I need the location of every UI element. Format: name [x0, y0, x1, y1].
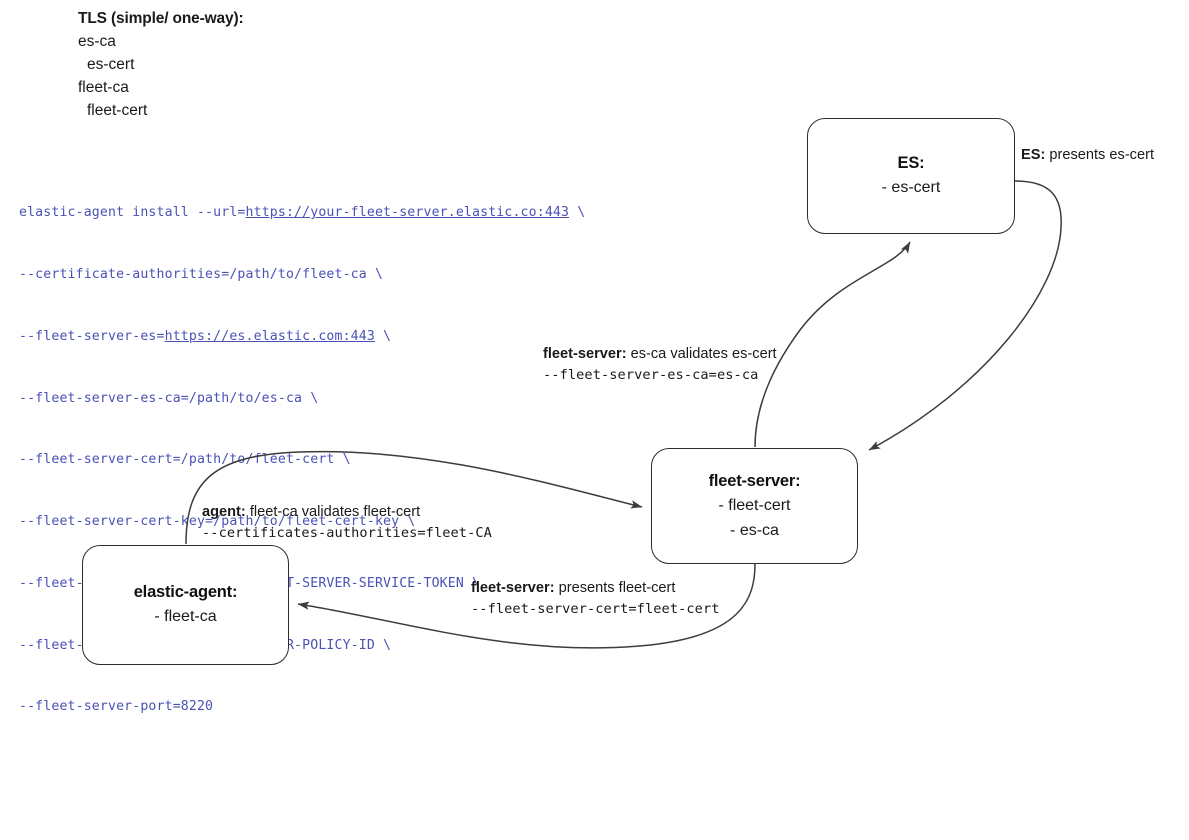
- edge-label-es-presents: ES: presents es-cert: [1021, 145, 1154, 166]
- command-text: --fleet-server-es=: [19, 328, 165, 344]
- node-elastic-agent-item-fleet-ca: - fleet-ca: [154, 608, 217, 625]
- edge-label-bold: ES:: [1021, 147, 1046, 163]
- command-line: elastic-agent install --url=https://your…: [19, 203, 585, 224]
- fleet-server-url-link[interactable]: https://your-fleet-server.elastic.co:443: [245, 205, 570, 221]
- command-text: --fleet-server-port=8220: [19, 699, 214, 715]
- command-text: \: [569, 205, 586, 221]
- edge-label-flag: --fleet-server-es-ca=es-ca: [543, 367, 759, 383]
- edge-label-bold: fleet-server:: [471, 580, 555, 596]
- node-es[interactable]: ES: - es-cert: [807, 118, 1015, 234]
- edge-label-line: ES: presents es-cert: [1021, 145, 1154, 166]
- node-elastic-agent[interactable]: elastic-agent: - fleet-ca: [82, 545, 289, 665]
- command-text: \: [374, 328, 392, 344]
- node-es-item-es-cert: - es-cert: [881, 179, 941, 196]
- command-line: --certificate-authorities=/path/to/fleet…: [19, 265, 585, 286]
- tls-legend-item-es-cert: es-cert: [87, 56, 135, 73]
- tls-legend-item-fleet-cert: fleet-cert: [87, 102, 148, 119]
- tls-legend-item-es-ca: es-ca: [78, 33, 116, 50]
- command-line: --fleet-server-port=8220: [19, 697, 585, 718]
- node-fleet-server[interactable]: fleet-server: - fleet-cert - es-ca: [651, 448, 858, 564]
- edge-label-line: fleet-server: es-ca validates es-cert: [543, 344, 777, 365]
- node-fleet-server-title: fleet-server:: [708, 471, 801, 490]
- edge-label-bold: agent:: [202, 504, 246, 520]
- tls-legend: TLS (simple/ one-way): es-ca es-cert fle…: [78, 7, 244, 122]
- tls-legend-item-fleet-ca: fleet-ca: [78, 79, 129, 96]
- edge-label-agent-validates: agent: fleet-ca validates fleet-cert --c…: [202, 502, 492, 544]
- command-line: --fleet-server-es-ca=/path/to/es-ca \: [19, 389, 585, 410]
- edge-label-rest: es-ca validates es-cert: [626, 346, 777, 362]
- edge-label-flag: --fleet-server-cert=fleet-cert: [471, 601, 720, 617]
- edge-label-line: agent: fleet-ca validates fleet-cert: [202, 502, 492, 523]
- edge-label-bold: fleet-server:: [543, 346, 627, 362]
- edge-fleet-server-to-es: [754, 241, 911, 448]
- edge-label-fleet-server-presents: fleet-server: presents fleet-cert --flee…: [471, 578, 720, 620]
- command-text: --certificate-authorities=/path/to/fleet…: [19, 266, 384, 282]
- command-text: --fleet-server-es-ca=/path/to/es-ca \: [19, 390, 319, 406]
- edge-label-flag: --certificates-authorities=fleet-CA: [202, 525, 492, 541]
- elasticsearch-url-link[interactable]: https://es.elastic.com:443: [164, 328, 375, 344]
- node-es-title: ES:: [897, 154, 925, 172]
- edge-label-rest: presents es-cert: [1045, 147, 1155, 163]
- install-command-block: elastic-agent install --url=https://your…: [19, 162, 585, 759]
- tls-legend-title: TLS (simple/ one-way):: [78, 10, 244, 27]
- node-fleet-server-item-fleet-cert: - fleet-cert: [718, 496, 791, 514]
- edge-label-rest: fleet-ca validates fleet-cert: [245, 504, 421, 520]
- edge-label-line: fleet-server: presents fleet-cert: [471, 578, 720, 599]
- node-elastic-agent-title: elastic-agent:: [133, 583, 238, 601]
- command-line: --fleet-server-es=https://es.elastic.com…: [19, 327, 585, 348]
- node-fleet-server-item-es-ca: - es-ca: [730, 521, 779, 539]
- edge-label-fleet-server-validates: fleet-server: es-ca validates es-cert --…: [543, 344, 777, 386]
- command-line: --fleet-server-cert=/path/to/fleet-cert …: [19, 450, 585, 471]
- command-text: --fleet-server-cert=/path/to/fleet-cert …: [19, 452, 351, 468]
- edge-label-rest: presents fleet-cert: [554, 580, 676, 596]
- command-text: elastic-agent install --url=: [19, 205, 246, 221]
